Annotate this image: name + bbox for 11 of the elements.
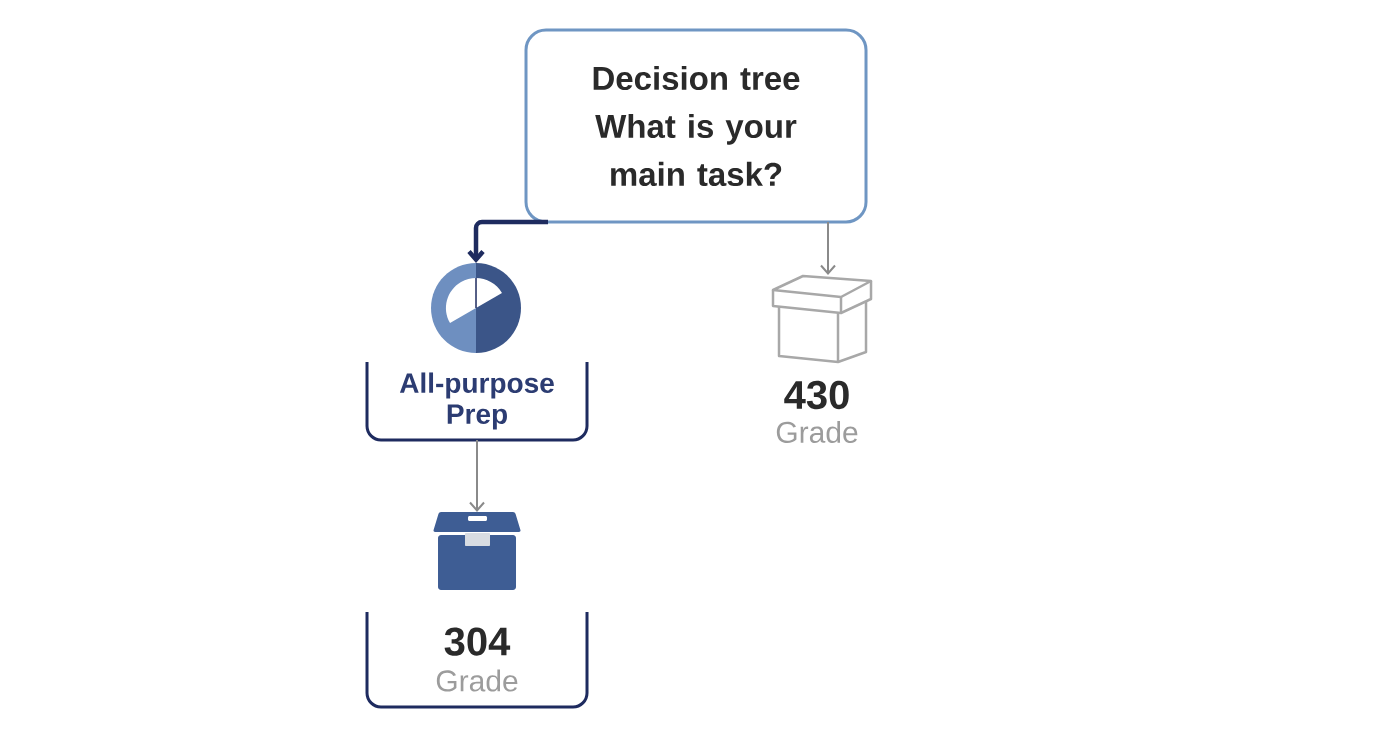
caption-label: Grade xyxy=(776,421,858,443)
bracket-box: All-purpose Prep xyxy=(365,362,589,442)
number-label: 430 xyxy=(784,380,849,410)
bracket-box: 304 Grade xyxy=(365,612,589,709)
pie-chart-icon xyxy=(431,263,521,353)
arrow xyxy=(820,221,836,275)
box-icon xyxy=(771,274,873,364)
archive-box-icon xyxy=(433,512,521,590)
arrow xyxy=(469,439,485,512)
question-box: Decision tree What is your main task? xyxy=(524,28,868,224)
arrow xyxy=(467,219,548,263)
